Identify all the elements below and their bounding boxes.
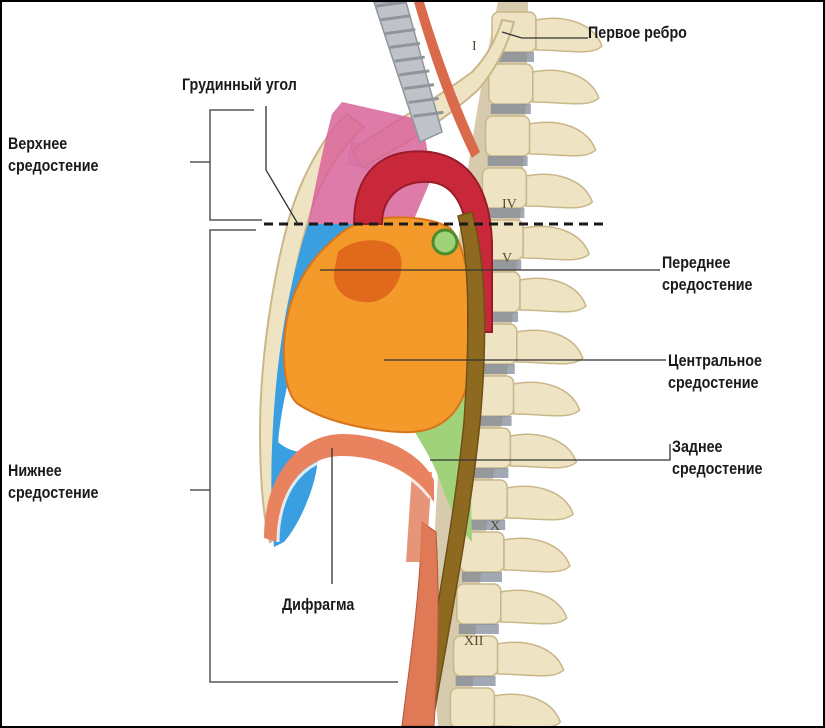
sternal-angle-label: Грудинный угол [182, 74, 297, 96]
spinous-process [520, 278, 586, 311]
first-rib-label: Первое ребро [588, 22, 687, 44]
middle-mediastinum-label: Центральное средостение [668, 350, 762, 394]
spinous-process [498, 642, 564, 675]
vertebra-label-4: IV [502, 197, 517, 212]
anterior-mediastinum-line2: средостение [662, 274, 752, 296]
spinous-process [514, 382, 580, 415]
inferior-mediastinum-line2: средостение [8, 482, 98, 504]
posterior-mediastinum-label: Заднее средостение [672, 436, 762, 480]
vertebra-label-10: X [490, 519, 500, 534]
superior-mediastinum-line2: средостение [8, 155, 98, 177]
inferior-mediastinum-label: Нижнее средостение [8, 460, 98, 504]
vertebra-label-12: XII [464, 634, 484, 649]
spinous-process [501, 590, 567, 623]
spinous-process [504, 538, 570, 571]
intervertebral-disc [462, 572, 502, 582]
middle-mediastinum-line2: средостение [668, 372, 762, 394]
middle-mediastinum-line1: Центральное [668, 350, 762, 372]
vertebral-body [489, 64, 533, 104]
spinous-process [507, 486, 573, 519]
pulmonary-vessel [433, 230, 457, 254]
posterior-mediastinum-line2: средостение [672, 458, 762, 480]
intervertebral-disc [459, 624, 499, 634]
vertebral-body [460, 532, 504, 572]
intervertebral-disc [491, 104, 531, 114]
intervertebral-disc [488, 156, 528, 166]
spinous-process [530, 122, 596, 155]
spinous-process [523, 226, 589, 259]
spinous-process [510, 434, 576, 467]
anterior-mediastinum-line1: Переднее [662, 252, 752, 274]
spinous-process [494, 694, 560, 726]
superior-bracket [210, 110, 262, 220]
superior-mediastinum-label: Верхнее средостение [8, 133, 98, 177]
intervertebral-disc [456, 676, 496, 686]
spinous-process [526, 174, 592, 207]
superior-mediastinum-line1: Верхнее [8, 133, 98, 155]
posterior-mediastinum-line1: Заднее [672, 436, 762, 458]
diaphragm-label: Дифрагма [282, 594, 354, 616]
vertebral-body [450, 688, 494, 726]
anterior-mediastinum-label: Переднее средостение [662, 252, 752, 296]
inferior-mediastinum-line1: Нижнее [8, 460, 98, 482]
vertebral-body [457, 584, 501, 624]
vertebra-label-1: I [472, 39, 477, 54]
spinous-process [517, 330, 583, 363]
spinous-process [533, 70, 599, 103]
vertebral-body [486, 116, 530, 156]
vertebra-label-5: V [502, 251, 512, 266]
